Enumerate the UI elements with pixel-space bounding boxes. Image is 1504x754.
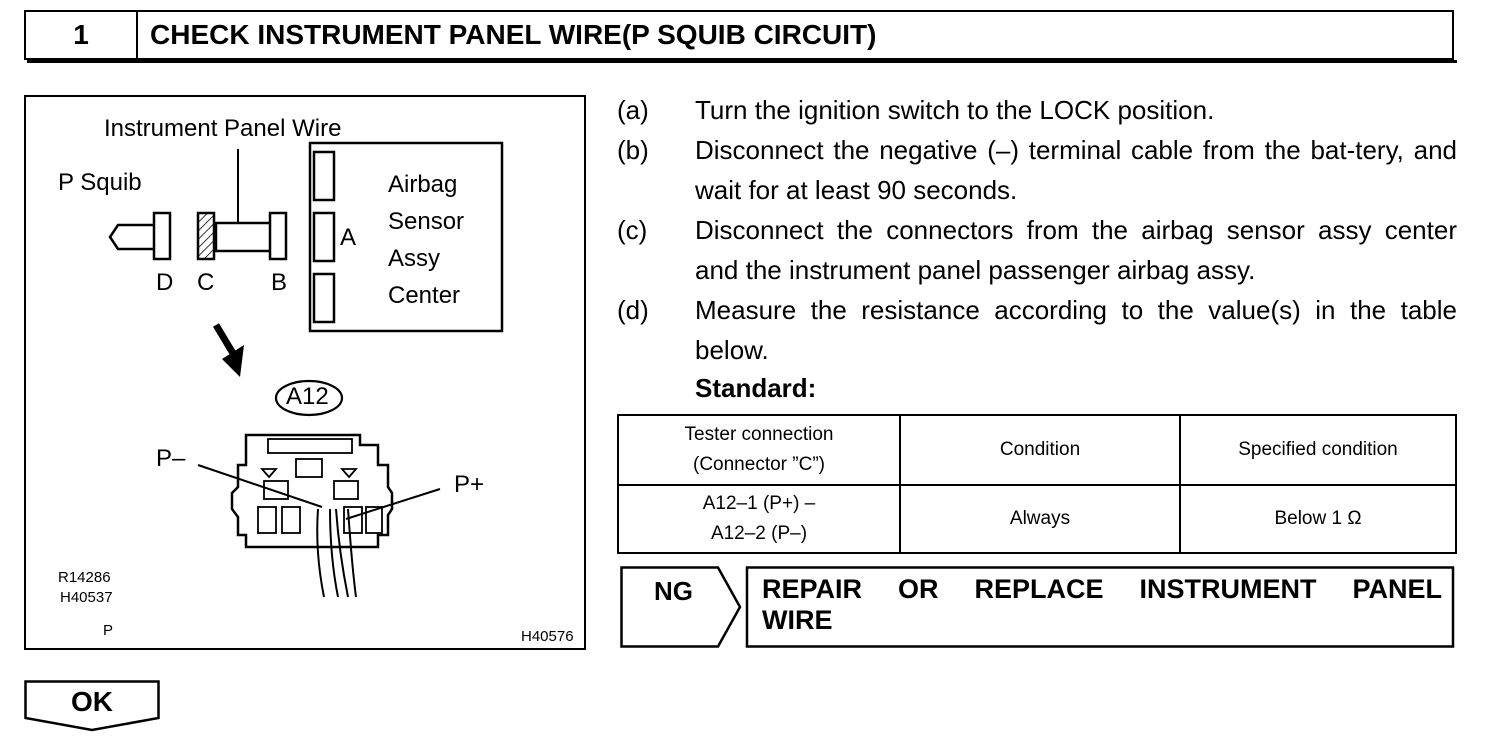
cell-connection-line2: A12–2 (P–) bbox=[710, 523, 808, 544]
wire-body bbox=[214, 221, 274, 253]
wiring-figure: Instrument Panel Wire P Squib Airbag Sen… bbox=[24, 95, 586, 650]
wire-out-1 bbox=[316, 508, 325, 598]
cell-connection-line1: A12–1 (P+) – bbox=[702, 493, 816, 514]
standard-label: Standard: bbox=[695, 373, 817, 403]
header-condition: Condition bbox=[899, 414, 1181, 486]
ng-box-frame bbox=[620, 566, 1455, 648]
connector-a12-latch bbox=[295, 458, 323, 478]
header-shadow bbox=[27, 60, 1457, 63]
ng-action-text: REPAIR OR REPLACE INSTRUMENT PANEL WIRE bbox=[762, 574, 1442, 635]
cell-condition: Always bbox=[899, 484, 1181, 554]
cell-tester-connection: A12–1 (P+) – A12–2 (P–) bbox=[617, 484, 901, 554]
connector-b-label: B bbox=[271, 269, 288, 296]
ng-label: NG bbox=[654, 576, 693, 606]
step-letter: (c) bbox=[617, 215, 648, 245]
connector-a12-cavity-4 bbox=[281, 506, 301, 534]
connector-d-label: D bbox=[156, 269, 174, 296]
assy-label: Assy bbox=[388, 245, 441, 272]
step-text: Turn the ignition switch to the LOCK pos… bbox=[695, 95, 1215, 125]
pin-plus-leader bbox=[345, 488, 441, 520]
wire-out-4 bbox=[347, 508, 357, 598]
connector-a-label: A bbox=[340, 224, 357, 251]
arrow-shaft bbox=[212, 323, 238, 357]
table-row: A12–1 (P+) – A12–2 (P–) Always Below 1 Ω bbox=[617, 484, 1457, 554]
wire-out-3 bbox=[335, 508, 349, 598]
step-title: CHECK INSTRUMENT PANEL WIRE(P SQUIB CIRC… bbox=[150, 19, 877, 50]
connector-a12-tab-right bbox=[340, 468, 358, 479]
wiring-diagram bbox=[108, 141, 504, 598]
ok-tag-shape bbox=[24, 680, 160, 732]
ok-label: OK bbox=[71, 686, 113, 717]
header-tester-line1: Tester connection bbox=[684, 424, 834, 445]
pin-plus-label: P+ bbox=[454, 471, 485, 498]
connector-a12-cavity-1 bbox=[263, 480, 289, 500]
connector-d bbox=[152, 211, 172, 261]
wire-out-2 bbox=[329, 508, 339, 598]
spec-table: Tester connection (Connector ”C”) Condit… bbox=[617, 414, 1457, 554]
pin-minus-label: P– bbox=[156, 445, 186, 472]
step-text: Disconnect the negative (–) terminal cab… bbox=[695, 135, 1457, 205]
header-specified-condition: Specified condition bbox=[1179, 414, 1457, 486]
connector-id-label: A12 bbox=[286, 383, 329, 410]
instruction-steps: (a) Turn the ignition switch to the LOCK… bbox=[617, 90, 1457, 370]
header-tester-connection: Tester connection (Connector ”C”) bbox=[617, 414, 901, 486]
sensor-connector-3 bbox=[312, 272, 336, 324]
squib-plug bbox=[108, 223, 154, 251]
connector-b bbox=[268, 211, 288, 261]
sensor-connector-1 bbox=[312, 150, 336, 202]
sensor-label: Sensor bbox=[388, 208, 465, 235]
step-header: 1 CHECK INSTRUMENT PANEL WIRE(P SQUIB CI… bbox=[24, 10, 1454, 60]
connector-a12-tab-left bbox=[260, 468, 278, 479]
ng-tag-shape bbox=[620, 566, 742, 648]
p-squib-label: P Squib bbox=[58, 169, 142, 196]
connector-a12-cavity-3 bbox=[257, 506, 277, 534]
step-c: (c) Disconnect the connectors from the a… bbox=[617, 210, 1457, 290]
arrow-head bbox=[222, 345, 244, 377]
ng-result-box: NG REPAIR OR REPLACE INSTRUMENT PANEL WI… bbox=[620, 566, 1455, 648]
step-letter: (d) bbox=[617, 295, 649, 325]
sensor-assy-box bbox=[308, 141, 504, 333]
ok-result-box: OK bbox=[24, 680, 160, 732]
connector-id-ellipse bbox=[274, 379, 344, 417]
figure-code-3: P bbox=[103, 622, 114, 639]
cell-specified: Below 1 Ω bbox=[1179, 484, 1457, 554]
step-number: 1 bbox=[26, 12, 138, 58]
step-letter: (b) bbox=[617, 135, 649, 165]
connector-a12-cavity-6 bbox=[365, 506, 383, 534]
ng-action-box bbox=[745, 566, 1455, 648]
instrument-panel-wire-label: Instrument Panel Wire bbox=[104, 115, 342, 142]
connector-c-hatched bbox=[196, 211, 216, 261]
ok-box-frame bbox=[24, 680, 160, 732]
figure-code-1: R14286 bbox=[58, 569, 111, 586]
figure-code-4: H40576 bbox=[521, 628, 574, 645]
connector-a12-cavity-2 bbox=[333, 480, 359, 500]
connector-a12-top-rib bbox=[267, 438, 353, 454]
header-tester-line2: (Connector ”C”) bbox=[693, 454, 825, 475]
connector-c-label: C bbox=[197, 269, 215, 296]
step-b: (b) Disconnect the negative (–) terminal… bbox=[617, 130, 1457, 210]
figure-code-2: H40537 bbox=[60, 589, 113, 606]
airbag-label: Airbag bbox=[388, 171, 458, 198]
step-text: Measure the resistance according to the … bbox=[695, 295, 1457, 365]
table-header-row: Tester connection (Connector ”C”) Condit… bbox=[617, 414, 1457, 486]
step-text: Disconnect the connectors from the airba… bbox=[695, 215, 1457, 285]
center-label: Center bbox=[388, 282, 461, 309]
connector-a12-cavity-5 bbox=[343, 506, 363, 534]
connector-a12-body bbox=[230, 433, 394, 549]
step-letter: (a) bbox=[617, 95, 649, 125]
step-d: (d) Measure the resistance according to … bbox=[617, 290, 1457, 370]
sensor-connector-a bbox=[312, 211, 336, 263]
pin-minus-leader bbox=[197, 464, 323, 508]
step-a: (a) Turn the ignition switch to the LOCK… bbox=[617, 90, 1457, 130]
